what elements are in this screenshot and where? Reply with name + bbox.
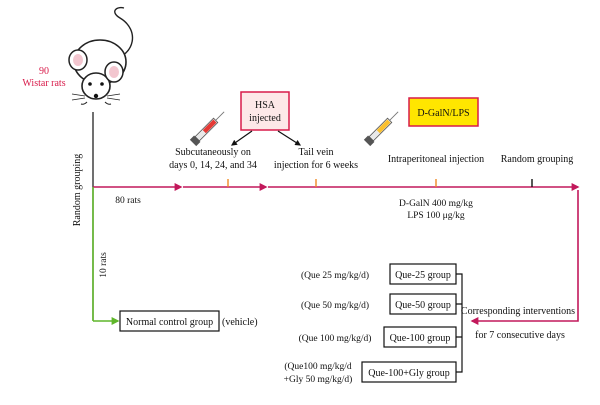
tail-vein-line-1: Tail vein [298,147,333,158]
rat-icon [68,6,134,105]
control-branch-label: 10 rats [99,252,109,278]
que-100-dose: (Que 100 mg/kg/d) [299,333,372,344]
main-branch-label: 80 rats [115,196,141,206]
dgaln-lps-label: D-GalN/LPS [417,108,469,119]
random-grouping-label: Random grouping [501,154,574,165]
rat-count: 90 [39,66,49,77]
hsa-arrow-right [277,130,302,146]
que-50-dose: (Que 50 mg/kg/d) [301,300,369,311]
que-100-gly-dose-line-1: (Que100 mg/kg/d [284,361,352,372]
vehicle-note: (vehicle) [222,317,258,328]
random-grouping-vertical-label: Random grouping [72,154,83,227]
interventions-line-2: for 7 consecutive days [475,330,565,341]
tail-vein-line-2: injection for 6 weeks [274,160,358,171]
intraperitoneal-label: Intraperitoneal injection [388,154,484,165]
que-50-group-label: Que-50 group [395,300,451,311]
que-25-group-label: Que-25 group [395,270,451,281]
subcutaneous-line-1: Subcutaneously on [175,147,251,158]
normal-control-group-box [119,310,220,332]
que-100-gly-dose-line-2: +Gly 50 mg/kg/d) [284,374,353,385]
dgaln-dose: D-GalN 400 mg/kg [399,199,473,209]
dgaln-lps-box [408,97,479,127]
hsa-arrow-left [231,130,253,146]
que-100-group-label: Que-100 group [390,333,451,344]
subcutaneous-line-2: days 0, 14, 24, and 34 [169,160,257,171]
interventions-line-1: Corresponding interventions [461,306,575,317]
rat-strain: Wistar rats [22,78,65,89]
que-100-gly-group-label: Que-100+Gly group [368,368,449,379]
hsa-box-line-2: injected [249,113,281,124]
que-25-dose: (Que 25 mg/kg/d) [301,270,369,281]
syringe-icon [363,111,399,147]
hsa-injected-box [240,91,290,131]
return-path [470,190,579,325]
lps-dose: LPS 100 μg/kg [407,211,465,221]
normal-control-group-label: Normal control group [126,317,213,328]
hsa-box-line-1: HSA [255,100,276,111]
group-bracket [456,273,463,373]
syringe-icon [189,111,225,147]
